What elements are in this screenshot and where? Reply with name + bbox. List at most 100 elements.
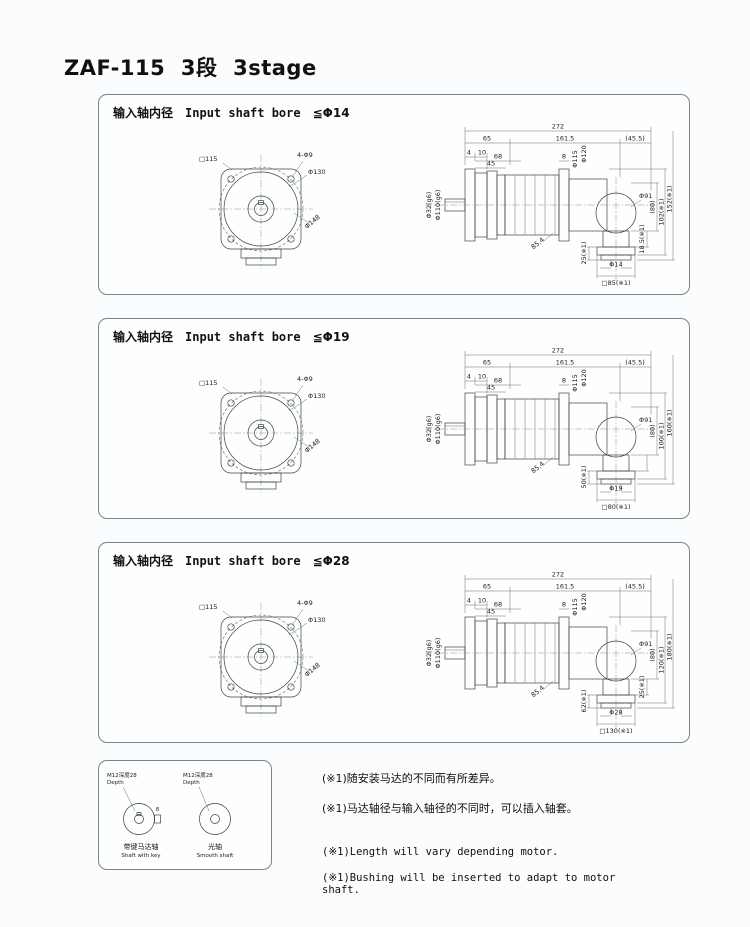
dim-bolt-holes: 4-Φ9 xyxy=(297,375,313,383)
dim-output-flange: □80(※1) xyxy=(601,503,630,511)
dim-phi91: Φ91 xyxy=(639,192,652,200)
dim-right-mid: 100(※1) xyxy=(658,422,666,449)
dim-4: 4 xyxy=(467,597,471,605)
header-bore-limit: ≦Φ14 xyxy=(312,106,350,120)
dim-output-flange: □85(※1) xyxy=(601,279,630,287)
note-cn-2: (※1)马达轴径与输入轴径的不同时，可以插入轴套。 xyxy=(322,802,578,815)
dim-10: 10 xyxy=(478,597,486,605)
dim-outer-circle: Φ148 xyxy=(303,437,322,454)
dim-flange-height: 50(※1) xyxy=(580,466,588,489)
dim-right-80: (80) xyxy=(649,424,657,437)
dim-bolt-circle: Φ130 xyxy=(308,168,326,176)
dim-total-length: 272 xyxy=(552,571,564,579)
shaft-with-key-view: M12深度28 Depth 8 带键马达轴 Shaft with key xyxy=(107,771,161,859)
front-view: □115 4-Φ9 Φ130 Φ148 xyxy=(199,375,326,493)
dim-10: 10 xyxy=(478,149,486,157)
header-cn: 输入轴内径 xyxy=(113,554,174,568)
dim-phi32: Φ32(g6) xyxy=(425,416,433,443)
header-bore-limit: ≦Φ19 xyxy=(312,330,350,344)
dim-seg1: 65 xyxy=(483,135,491,143)
front-view: □115 4-Φ9 Φ130 Φ148 xyxy=(199,151,326,269)
dim-phi110: Φ110(g6) xyxy=(434,190,442,221)
note-en-2: (※1)Bushing will be inserted to adapt to… xyxy=(322,872,616,896)
dim-seg1: 65 xyxy=(483,359,491,367)
note-cn-1: (※1)随安装马达的不同而有所差异。 xyxy=(322,772,501,785)
note-en-1: (※1)Length will vary depending motor. xyxy=(322,846,559,858)
dim-seg2: 161.5 xyxy=(556,359,575,367)
header-en: Input shaft bore xyxy=(185,106,301,120)
dim-phi120: Φ120 xyxy=(580,369,588,387)
dim-seg3: (45.5) xyxy=(625,359,645,367)
technical-drawing: □115 4-Φ9 Φ130 Φ148 xyxy=(199,571,675,735)
dim-output-flange: □130(※1) xyxy=(599,727,632,735)
dim-phi32: Φ32(g6) xyxy=(425,640,433,667)
side-view: 272 65 161.5 (45.5) 4 10 68 45 8 Φ115 Φ1… xyxy=(425,347,675,511)
dim-phi91: Φ91 xyxy=(639,640,652,648)
shaft-detail-drawing: M12深度28 Depth 8 带键马达轴 Shaft with key M12… xyxy=(107,771,235,859)
dim-phi91: Φ91 xyxy=(639,416,652,424)
dim-diagonal: 85.4 xyxy=(530,684,546,699)
page-title: ZAF-115 3段 3stage xyxy=(64,56,317,80)
bottom-row: M12深度28 Depth 8 带键马达轴 Shaft with key M12… xyxy=(98,760,652,910)
dim-total-length: 272 xyxy=(552,123,564,131)
dim-phi115: Φ115 xyxy=(571,598,579,616)
smooth-shaft-label-cn: 光轴 xyxy=(208,842,222,851)
dim-bolt-circle: Φ130 xyxy=(308,616,326,624)
dim-right-tall: 180(※1) xyxy=(666,633,674,660)
dim-phi120: Φ120 xyxy=(580,593,588,611)
dim-45: 45 xyxy=(487,608,495,616)
panel-header: 输入轴内径 Input shaft bore ≦Φ14 xyxy=(99,95,689,121)
depth-label: Depth xyxy=(183,780,200,786)
dim-right-small: 25(※1) xyxy=(638,676,646,699)
front-view: □115 4-Φ9 Φ130 Φ148 xyxy=(199,599,326,717)
dim-total-length: 272 xyxy=(552,347,564,355)
dim-flange-square: □115 xyxy=(199,603,218,611)
dim-right-80: (80) xyxy=(649,648,657,661)
dim-right-mid: 120(※1) xyxy=(658,646,666,673)
dim-output-bore: Φ14 xyxy=(609,261,622,269)
dim-flange-square: □115 xyxy=(199,379,218,387)
dim-4: 4 xyxy=(467,149,471,157)
dim-seg1: 65 xyxy=(483,583,491,591)
dim-bolt-holes: 4-Φ9 xyxy=(297,151,313,159)
dim-8: 8 xyxy=(562,601,566,609)
smooth-shaft-label-en: Smooth shaft xyxy=(197,853,235,859)
dim-right-80: (80) xyxy=(649,200,657,213)
dim-flange-square: □115 xyxy=(199,155,218,163)
dim-45: 45 xyxy=(487,384,495,392)
key-width-dim: 8 xyxy=(156,807,160,813)
dim-8: 8 xyxy=(562,153,566,161)
dim-68: 68 xyxy=(494,377,502,385)
dim-diagonal: 85.4 xyxy=(530,460,546,475)
dim-phi32: Φ32(g6) xyxy=(425,192,433,219)
dim-outer-circle: Φ148 xyxy=(303,661,322,678)
dim-68: 68 xyxy=(494,601,502,609)
dim-seg2: 161.5 xyxy=(556,135,575,143)
dim-phi120: Φ120 xyxy=(580,145,588,163)
dim-phi115: Φ115 xyxy=(571,374,579,392)
header-cn: 输入轴内径 xyxy=(113,330,174,344)
header-en: Input shaft bore xyxy=(185,330,301,344)
dim-8: 8 xyxy=(562,377,566,385)
dim-outer-circle: Φ148 xyxy=(303,213,322,230)
dim-phi115: Φ115 xyxy=(571,150,579,168)
dim-output-bore: Φ28 xyxy=(609,709,622,717)
side-view: 272 65 161.5 (45.5) 4 10 68 45 8 Φ115 Φ1… xyxy=(425,571,675,735)
dim-output-bore: Φ19 xyxy=(609,485,622,493)
dim-flange-height: 62(※1) xyxy=(580,690,588,713)
dim-diagonal: 85.4 xyxy=(530,236,546,251)
side-view: 272 65 161.5 (45.5) 4 10 68 45 8 Φ115 Φ1… xyxy=(425,123,675,287)
panel-header: 输入轴内径 Input shaft bore ≦Φ19 xyxy=(99,319,689,345)
dim-45: 45 xyxy=(487,160,495,168)
notes: (※1)随安装马达的不同而有所差异。 (※1)马达轴径与输入轴径的不同时，可以插… xyxy=(322,760,652,910)
dim-68: 68 xyxy=(494,153,502,161)
technical-drawing: □115 4-Φ9 Φ130 Φ148 xyxy=(199,123,675,287)
header-cn: 输入轴内径 xyxy=(113,106,174,120)
dim-4: 4 xyxy=(467,373,471,381)
dim-seg3: (45.5) xyxy=(625,583,645,591)
dim-flange-height: 25(※1) xyxy=(580,242,588,265)
dim-right-tall: 152(※1) xyxy=(666,185,674,212)
tap-label: M12深度28 xyxy=(183,771,213,779)
